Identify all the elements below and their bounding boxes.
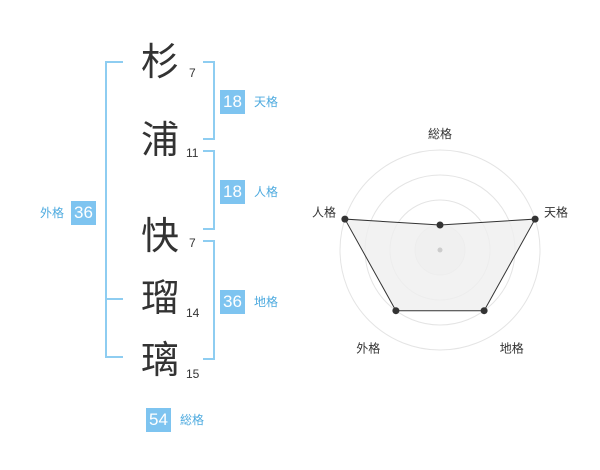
soukaku-label: 総格 [180, 413, 205, 427]
name-char-4: 瑠 [140, 276, 179, 320]
chikaku-bracket-vertical [213, 240, 215, 360]
jinkaku-bracket-vertical [213, 150, 215, 230]
gaikaku-bracket-middle [105, 298, 123, 300]
radar-axis-label-2: 天格 [544, 204, 568, 219]
name-char-2: 浦 [140, 118, 179, 162]
radar-axis-label-1: 総格 [428, 126, 452, 141]
chikaku-bracket-bottom [203, 358, 215, 360]
gaikaku-bracket-bottom [105, 356, 123, 358]
radar-center-dot [437, 247, 443, 253]
radar-area [344, 218, 536, 312]
gaikaku-bracket-top [105, 61, 123, 63]
stroke-count-2: 11 [186, 146, 199, 160]
tenkaku-bracket-top [203, 61, 215, 63]
jinkaku-bracket-top [203, 150, 215, 152]
name-char-5: 璃 [140, 338, 179, 382]
name-char-1: 杉 [140, 40, 179, 84]
radar-axis-label-5: 人格 [312, 204, 336, 219]
stroke-count-1: 7 [189, 66, 196, 80]
radar-point-3 [480, 307, 488, 315]
radar-point-2 [531, 215, 539, 223]
gaikaku-label: 外格 [40, 206, 65, 220]
chikaku-value-badge: 36 [220, 290, 245, 314]
tenkaku-value-badge: 18 [220, 90, 245, 114]
stroke-count-3: 7 [189, 236, 196, 250]
tenkaku-bracket-vertical [213, 61, 215, 140]
jinkaku-bracket-bottom [203, 228, 215, 230]
radar-point-1 [436, 221, 444, 229]
chikaku-bracket-top [203, 240, 215, 242]
radar-axis-label-3: 地格 [500, 341, 524, 356]
gaikaku-bracket-vertical [105, 61, 107, 358]
jinkaku-value-badge: 18 [220, 180, 245, 204]
name-char-3: 快 [140, 214, 179, 258]
tenkaku-bracket-bottom [203, 138, 215, 140]
stroke-count-4: 14 [186, 306, 200, 320]
radar-axis-label-4: 外格 [356, 341, 380, 356]
radar-point-5 [341, 215, 349, 223]
chikaku-label: 地格 [254, 295, 279, 309]
stroke-count-5: 15 [186, 367, 200, 381]
gaikaku-value-badge: 36 [71, 201, 96, 225]
soukaku-value-badge: 54 [146, 408, 171, 432]
jinkaku-label: 人格 [254, 185, 279, 199]
tenkaku-label: 天格 [254, 95, 279, 109]
radar-point-4 [392, 307, 400, 315]
